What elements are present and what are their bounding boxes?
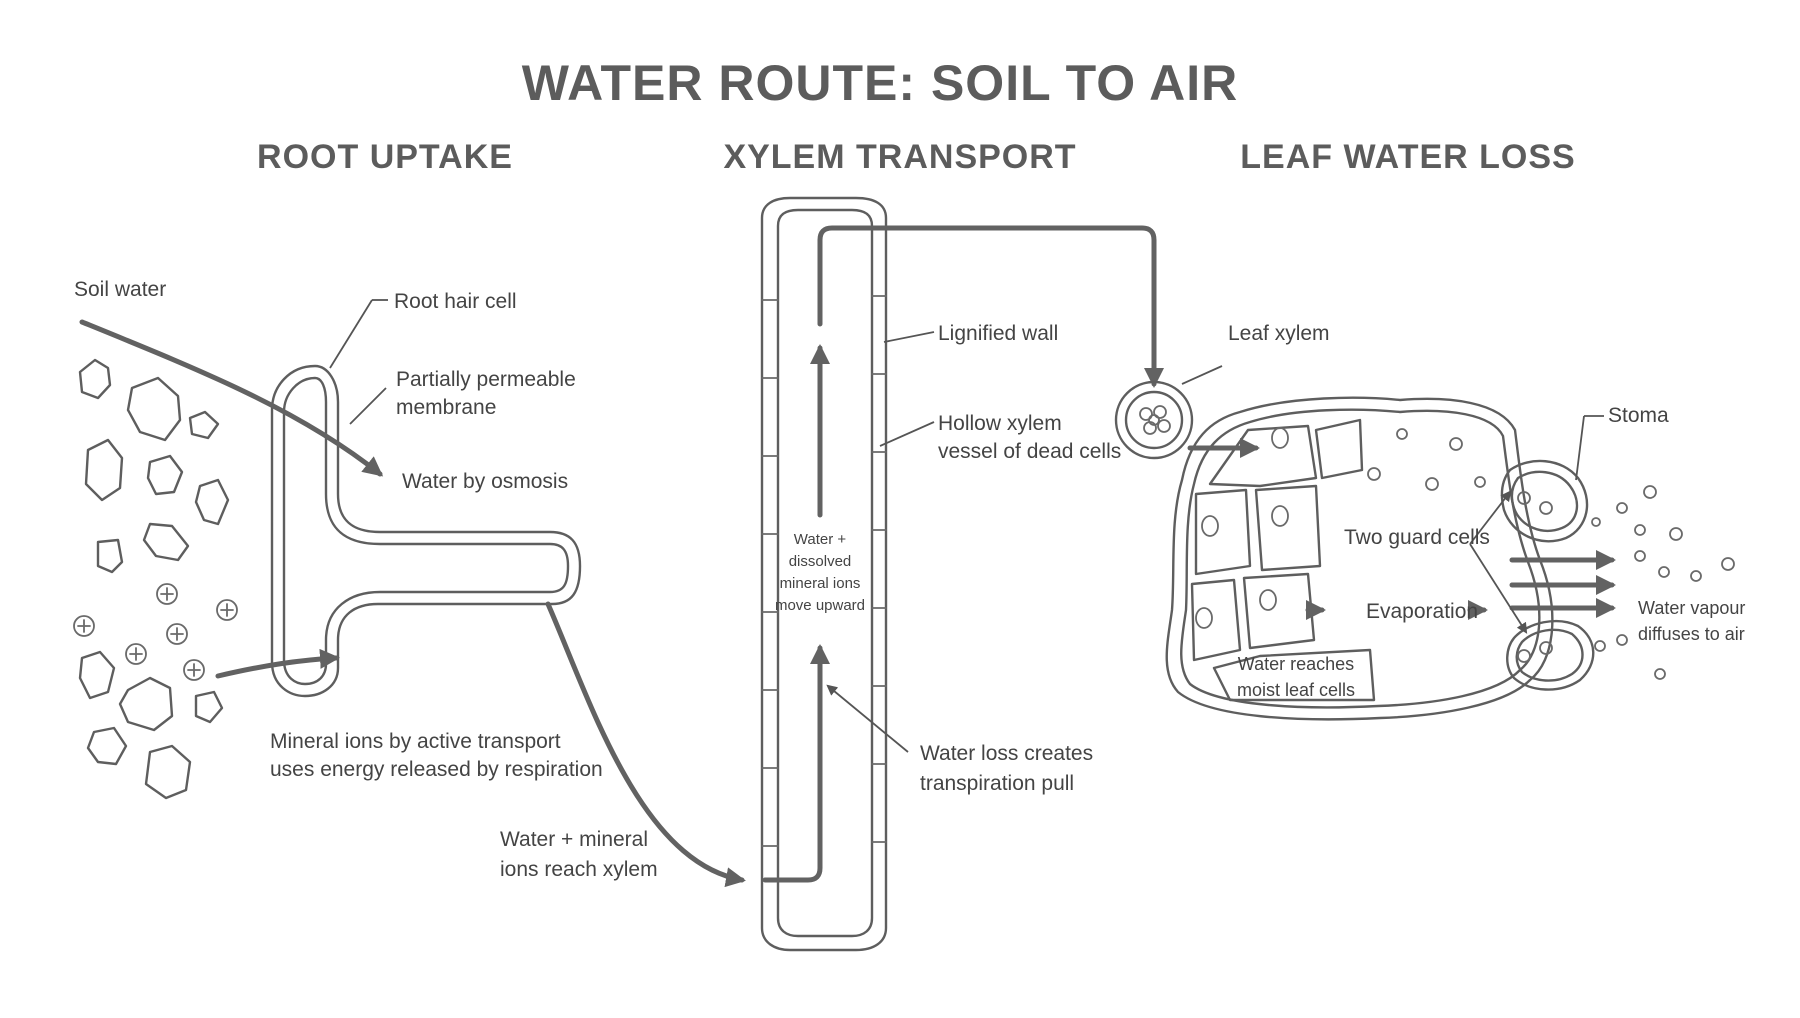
leader-transpiration-pull [826,684,909,753]
label-pull-line1: Water loss creates [920,742,1093,765]
label-membrane-line2: membrane [396,396,496,419]
label-active-transport-line2: uses energy released by respiration [270,758,603,781]
leader-membrane [349,387,387,425]
label-vapour-line2: diffuses to air [1638,624,1745,644]
label-reach-xylem-line2: ions reach xylem [500,858,658,881]
label-reach-xylem-line1: Water + mineral [500,828,648,851]
diagram-title: WATER ROUTE: SOIL TO AIR [522,55,1239,111]
label-root-hair-cell: Root hair cell [394,290,517,313]
leader-guard-cell-top [1469,490,1512,545]
leaf-xylem-bundle [1114,380,1194,460]
heading-leaf-water-loss: LEAF WATER LOSS [1240,138,1575,176]
root-hair-cell-shape [270,364,582,698]
water-vapour-dots [1591,485,1735,680]
label-evaporation: Evaporation [1366,600,1478,623]
leader-root-hair [329,299,373,369]
label-active-transport-line1: Mineral ions by active transport [270,730,561,753]
label-stoma: Stoma [1608,404,1669,427]
heading-xylem-transport: XYLEM TRANSPORT [723,138,1076,176]
mineral-ion-symbols [73,583,238,681]
leader-guard-cell-bottom [1469,543,1528,634]
leader-lignified-wall [883,331,935,343]
xylem-upward-arrow-lower [762,644,830,883]
leader-hollow-vessel [879,421,935,447]
xylem-inside-line1: Water + [794,531,847,548]
mineral-ions-arrow [215,648,340,679]
label-pull-line2: transpiration pull [920,772,1074,795]
label-moist-line1: Water reaches [1238,654,1354,674]
soil-water-arrow [79,319,384,477]
label-soil-water: Soil water [74,278,166,301]
label-water-by-osmosis: Water by osmosis [402,470,568,493]
xylem-to-leaf-arrow [817,225,1164,388]
label-two-guard-cells: Two guard cells [1344,526,1490,549]
xylem-inside-line2: dissolved [789,553,852,570]
guard-cells [1500,459,1595,691]
xylem-inside-line4: move upward [775,597,865,614]
label-membrane-line1: Partially permeable [396,368,576,391]
xylem-vessel [760,196,888,952]
label-leaf-xylem: Leaf xylem [1228,322,1330,345]
label-vapour-line1: Water vapour [1638,598,1745,618]
water-to-xylem-arrow [545,601,746,888]
label-moist-line2: moist leaf cells [1237,680,1355,700]
leader-leaf-xylem [1181,365,1223,385]
soil-particles [78,358,230,800]
label-hollow-line2: vessel of dead cells [938,440,1121,463]
xylem-inside-line3: mineral ions [780,575,861,592]
heading-root-uptake: ROOT UPTAKE [257,138,513,176]
leaf-tissue [1165,396,1554,721]
label-hollow-line1: Hollow xylem [938,412,1062,435]
label-lignified-wall: Lignified wall [938,322,1058,345]
